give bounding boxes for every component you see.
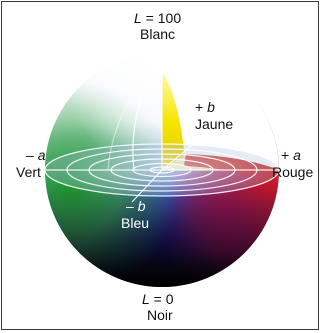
label-minus-b: – b <box>126 198 146 214</box>
label-rouge: Rouge <box>272 164 314 180</box>
label-vert: Vert <box>16 164 41 180</box>
label-blanc: Blanc <box>140 26 176 42</box>
label-l100: L = 100 <box>134 10 182 26</box>
label-minus-a: – a <box>26 147 46 163</box>
cielab-color-sphere <box>44 52 280 287</box>
label-plus-b: + b <box>195 99 215 115</box>
diagram-frame: L = 100 Blanc + b Jaune – a Vert + a Rou… <box>1 1 319 330</box>
label-bleu: Bleu <box>121 215 150 231</box>
label-l0: L = 0 <box>142 291 174 307</box>
label-noir: Noir <box>147 307 173 323</box>
label-jaune: Jaune <box>195 116 234 132</box>
label-plus-a: + a <box>281 147 301 163</box>
